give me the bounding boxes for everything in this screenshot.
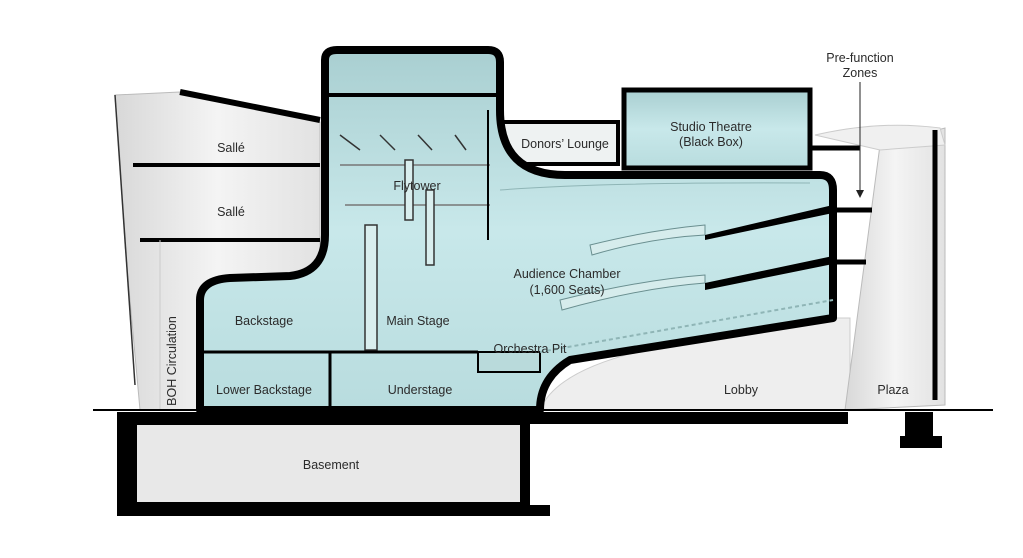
label-donors-lounge: Donors’ Lounge xyxy=(521,137,609,151)
label-flytower: Flytower xyxy=(393,179,440,193)
roof-slab xyxy=(179,89,321,123)
flytower-rigging xyxy=(325,93,500,351)
lobby-area xyxy=(539,124,946,411)
label-black-box: (Black Box) xyxy=(679,135,743,149)
label-seat-count: (1,600 Seats) xyxy=(529,283,604,297)
basement-structure xyxy=(117,412,942,516)
stage-floors xyxy=(200,350,541,410)
prefunction-arrow xyxy=(856,82,864,198)
orchestra-pit-box xyxy=(477,351,541,373)
label-boh-circulation: BOH Circulation xyxy=(165,316,179,406)
audience-balconies xyxy=(499,182,834,353)
label-prefunction: Pre-function xyxy=(826,51,893,65)
studio-theatre-box xyxy=(621,87,813,171)
label-orchestra-pit: Orchestra Pit xyxy=(494,342,567,356)
label-zones: Zones xyxy=(843,66,878,80)
label-lower-backstage: Lower Backstage xyxy=(216,383,312,397)
main-hall-structure xyxy=(196,46,837,414)
label-understage: Understage xyxy=(388,383,453,397)
left-facade xyxy=(114,89,321,411)
label-studio-theatre: Studio Theatre xyxy=(670,120,752,134)
label-lobby: Lobby xyxy=(724,383,759,397)
label-main-stage: Main Stage xyxy=(386,314,449,328)
label-basement: Basement xyxy=(303,458,360,472)
label-audience-chamber: Audience Chamber xyxy=(513,267,620,281)
label-plaza: Plaza xyxy=(877,383,908,397)
label-backstage: Backstage xyxy=(235,314,293,328)
label-salle-upper: Sallé xyxy=(217,141,245,155)
label-salle-lower: Sallé xyxy=(217,205,245,219)
